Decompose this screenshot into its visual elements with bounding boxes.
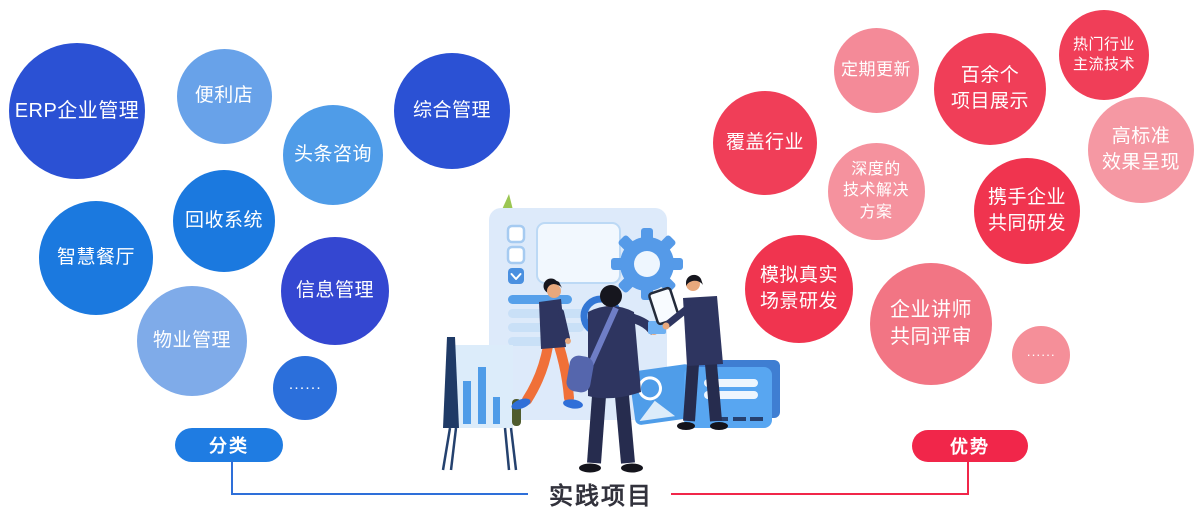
categories-connector xyxy=(231,461,233,494)
center-illustration xyxy=(441,194,780,473)
category-bubble: 物业管理 xyxy=(137,286,247,396)
content-frame xyxy=(536,222,621,284)
checkbox-icon xyxy=(506,224,526,244)
advantage-bubble: 覆盖行业 xyxy=(713,91,817,195)
category-bubble: ERP企业管理 xyxy=(9,43,145,179)
category-bubble: 回收系统 xyxy=(173,170,275,272)
category-bubble: 综合管理 xyxy=(394,53,510,169)
advantages-connector xyxy=(671,493,969,495)
category-bubble: 智慧餐厅 xyxy=(39,201,153,315)
page-title: 实践项目 xyxy=(549,483,653,510)
advantage-bubble: 模拟真实 场景研发 xyxy=(745,235,853,343)
person-back xyxy=(566,285,666,473)
advantage-bubble: 百余个 项目展示 xyxy=(934,33,1046,145)
checkbox-checked-icon xyxy=(508,268,524,284)
checkbox-icon xyxy=(506,245,526,265)
categories-tag: 分类 xyxy=(175,428,283,462)
category-bubble: ······ xyxy=(273,356,337,420)
advantage-bubble: 高标准 效果呈现 xyxy=(1088,97,1194,203)
bar-chart-icon xyxy=(441,337,518,471)
advantage-bubble: ······ xyxy=(1012,326,1070,384)
advantage-bubble: 携手企业 共同研发 xyxy=(974,158,1080,264)
category-bubble: 便利店 xyxy=(176,48,272,144)
advantage-bubble: 深度的 技术解决 方案 xyxy=(827,142,925,240)
gear-icon xyxy=(611,228,683,300)
advantages-tag: 优势 xyxy=(912,430,1028,462)
category-bubble: 头条咨询 xyxy=(283,105,383,205)
advantage-bubble: 热门行业 主流技术 xyxy=(1059,10,1149,100)
category-bubble: 信息管理 xyxy=(281,237,389,345)
categories-connector xyxy=(231,493,528,495)
person-tablet xyxy=(648,274,728,430)
person-walking xyxy=(511,278,583,410)
advantage-bubble: 定期更新 xyxy=(833,27,919,113)
chevron-down-icon xyxy=(510,273,522,280)
advantages-connector xyxy=(967,461,969,494)
advantage-bubble: 企业讲师 共同评审 xyxy=(870,263,992,385)
